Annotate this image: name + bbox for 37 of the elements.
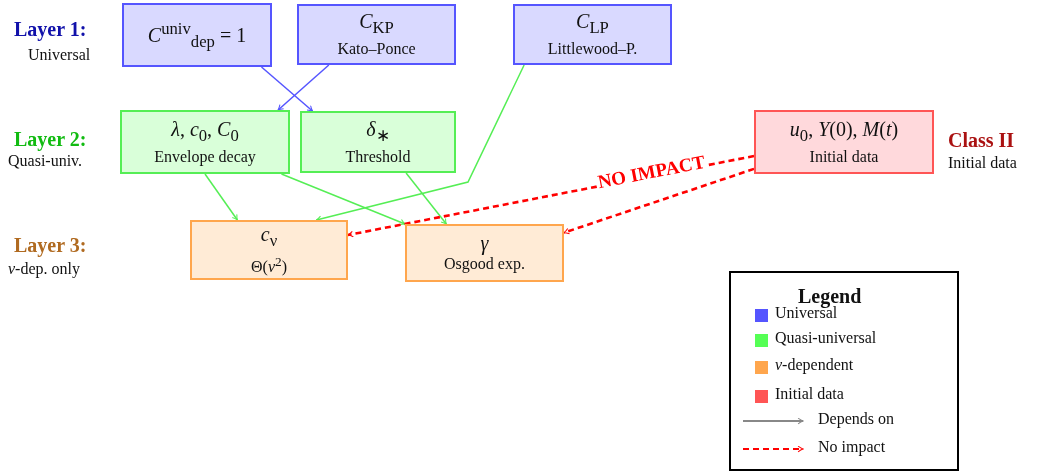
node-label: Littlewood–P.	[547, 39, 638, 59]
math-symbol: u$_{0}$, Y(0), M(t)	[789, 117, 899, 147]
math-symbol: C$_{KP}$	[359, 10, 394, 39]
node-label: Kato–Ponce	[337, 39, 416, 59]
node-box	[405, 224, 564, 282]
class-subtitle: Initial data	[948, 154, 1017, 172]
class-heading: Class II	[948, 129, 1015, 152]
node-box	[513, 4, 672, 65]
node-box	[190, 220, 348, 280]
node-box	[122, 3, 272, 67]
node-box	[754, 110, 934, 174]
node-label: Osgood exp.	[444, 255, 525, 274]
math-symbol: λ, c$_{0}$, C$_{0}$	[171, 117, 239, 147]
legend-label: Quasi-universal	[775, 329, 877, 347]
layer-subtitle: Quasi-univ.	[8, 152, 83, 170]
node-label: Initial data	[809, 146, 879, 167]
node-box	[297, 4, 456, 65]
layer-subtitle: Universal	[28, 46, 91, 64]
math-symbol: δ$_{∗}$	[366, 117, 390, 147]
layer-heading: Layer 3:	[14, 234, 87, 257]
math-symbol: C$^{univ}$$_{dep}$ = 1	[147, 17, 247, 53]
math-symbol: c$_{ν}$	[260, 222, 278, 252]
node-label: Envelope decay	[154, 146, 256, 167]
legend-label: Initial data	[775, 385, 844, 403]
node-label: Θ(ν$^{2}$)	[251, 252, 287, 278]
legend-label: Depends on	[818, 410, 894, 428]
math-symbol: C$_{LP}$	[576, 10, 609, 39]
node-box	[120, 110, 290, 174]
layer-heading: Layer 1:	[14, 18, 87, 41]
legend-title: Legend	[798, 285, 862, 308]
node-label: Threshold	[345, 146, 411, 167]
legend-label: No impact	[818, 438, 886, 456]
legend-label: ν-dependent	[775, 356, 854, 374]
layer-subtitle: ν-dep. only	[8, 260, 80, 278]
node-box	[300, 111, 456, 173]
math-symbol: γ	[480, 232, 489, 254]
layer-heading: Layer 2:	[14, 128, 87, 151]
